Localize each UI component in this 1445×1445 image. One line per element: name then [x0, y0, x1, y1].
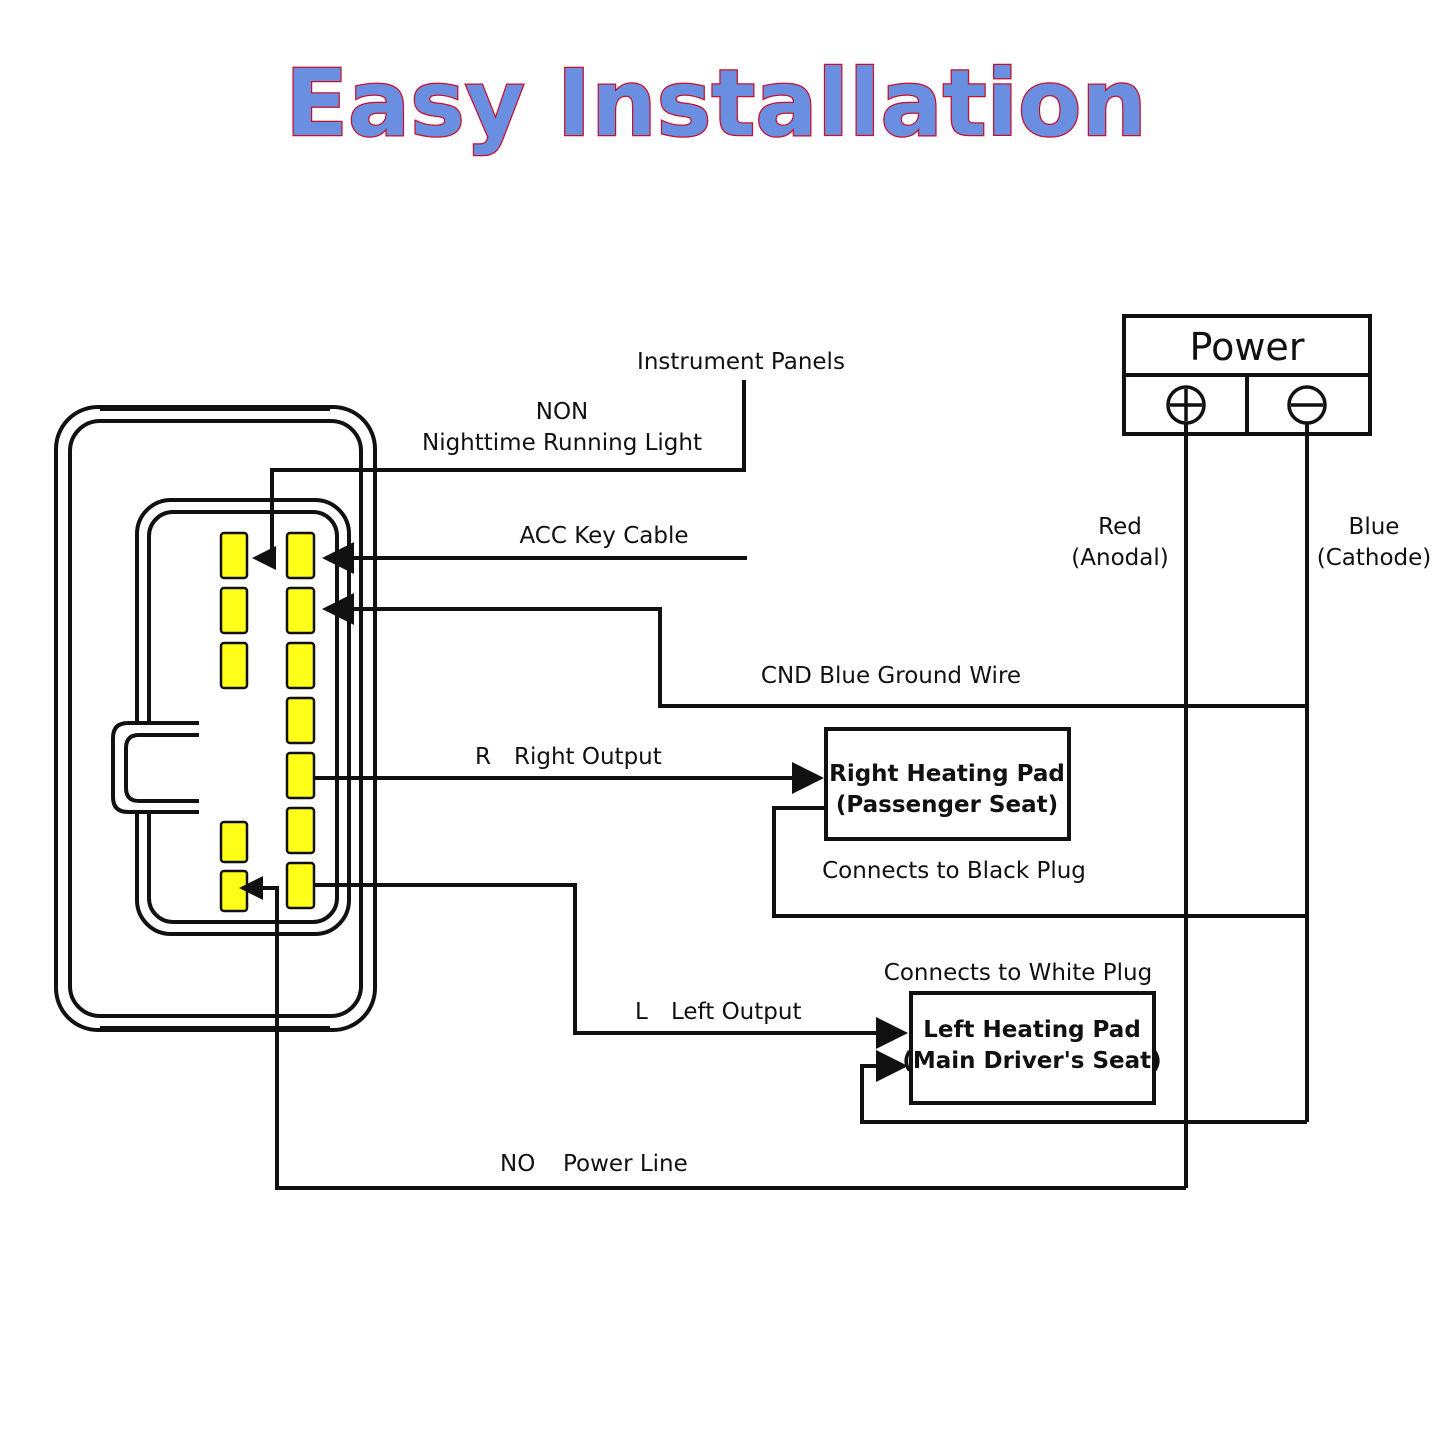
label-connects-white-plug: Connects to White Plug: [884, 960, 1152, 986]
page-title: Easy Installation: [285, 50, 1147, 157]
pin-right-3: [285, 641, 316, 690]
label-no-prefix: NO: [500, 1151, 535, 1177]
pin-left-3: [219, 641, 249, 690]
label-anodal: (Anodal): [1071, 545, 1168, 571]
label-blue: Blue: [1349, 514, 1400, 540]
left-heating-pad: Left Heating Pad (Main Driver's Seat): [902, 991, 1162, 1105]
pin-right-1: [285, 531, 316, 580]
label-right-prefix: R: [475, 744, 491, 770]
wires: [239, 380, 1309, 1190]
labels: Instrument Panels NON Nighttime Running …: [422, 349, 1431, 1177]
label-left-output: Left Output: [671, 999, 801, 1025]
label-cathode: (Cathode): [1317, 545, 1432, 571]
right-pad-return-wire: [772, 806, 1307, 918]
label-red: Red: [1098, 514, 1142, 540]
right-heating-pad: Right Heating Pad (Passenger Seat): [824, 727, 1071, 841]
switch-connector: [54, 405, 377, 1032]
pin-right-7: [285, 861, 316, 910]
left-pad-line2: (Main Driver's Seat): [902, 1048, 1161, 1074]
power-line-wire: [239, 876, 1186, 1190]
label-instrument-panels: Instrument Panels: [637, 349, 845, 375]
pin-right-4: [285, 696, 316, 745]
power-label: Power: [1190, 325, 1305, 369]
pin-right-5: [285, 751, 316, 800]
pin-left-1: [219, 531, 249, 580]
label-acc-key-cable: ACC Key Cable: [519, 523, 688, 549]
left-pad-line1: Left Heating Pad: [923, 1017, 1141, 1043]
pin-left-4: [219, 820, 249, 864]
pin-right-6: [285, 806, 316, 855]
nighttime-light-wire: [252, 380, 746, 570]
pin-right-2: [285, 586, 316, 635]
ground-wire: [322, 593, 1307, 708]
right-pad-line2: (Passenger Seat): [836, 792, 1058, 818]
left-pad-return-wire: [860, 1050, 1307, 1124]
plus-terminal-icon: [1166, 385, 1206, 425]
label-ground-wire: CND Blue Ground Wire: [761, 663, 1021, 689]
label-left-prefix: L: [635, 999, 648, 1025]
label-connects-black-plug: Connects to Black Plug: [822, 858, 1086, 884]
left-output-wire: [314, 883, 908, 1049]
label-right-output: Right Output: [514, 744, 662, 770]
pin-left-5: [219, 869, 249, 913]
pin-left-2: [219, 586, 249, 635]
label-power-line: Power Line: [563, 1151, 688, 1177]
label-non: NON: [536, 399, 589, 425]
label-nighttime-running-light: Nighttime Running Light: [422, 430, 702, 456]
right-pad-line1: Right Heating Pad: [829, 761, 1065, 787]
power-box: Power: [1122, 314, 1372, 436]
